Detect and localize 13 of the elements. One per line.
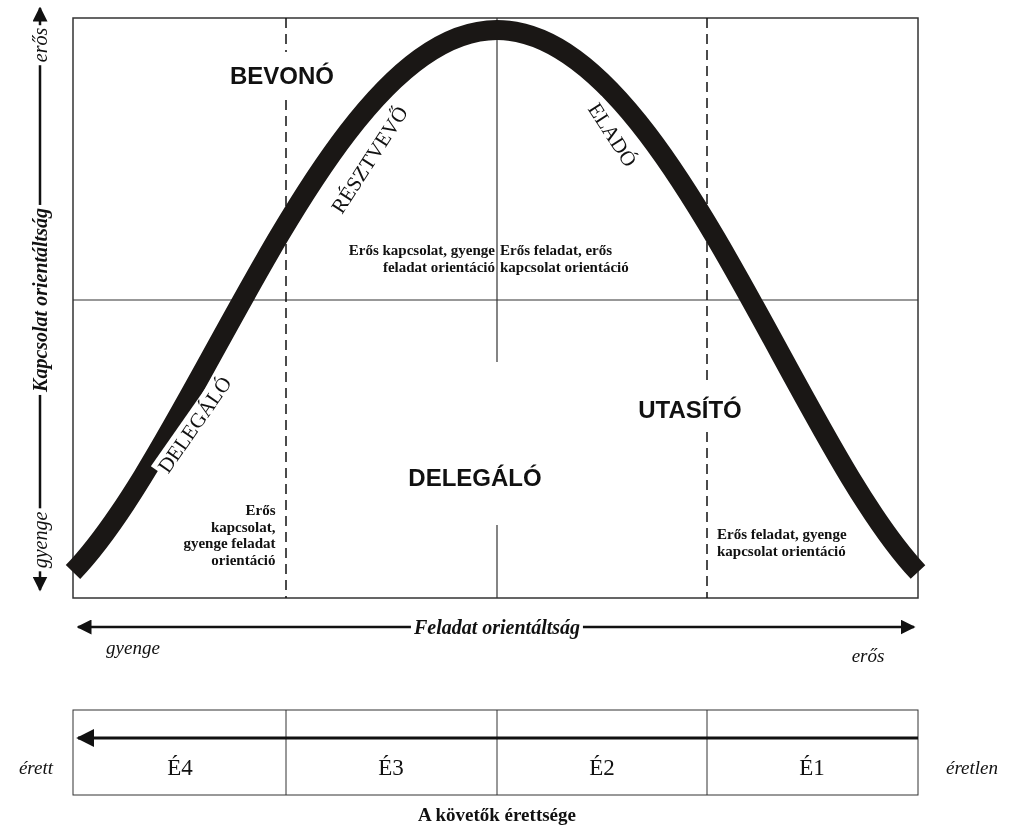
maturity-level: É1 (799, 755, 825, 781)
quadrant-note: Erős feladat, erős kapcsolat orientáció (500, 241, 630, 275)
scale-caption: A követők érettsége (418, 804, 576, 826)
quadrant-note: Erős kapcsolat, gyenge feladat orientáció (347, 241, 495, 275)
quadrant-note: Erős feladat, gyenge kapcsolat orientáció (717, 525, 848, 559)
scale-end-label: éretlen (946, 757, 998, 779)
maturity-level: É2 (589, 755, 615, 781)
quadrant-note: Erős kapcsolat, gyenge feladat orientáció (182, 502, 276, 568)
axis-end-label: erős (851, 645, 885, 667)
maturity-level: É3 (378, 755, 404, 781)
maturity-level: É4 (167, 755, 193, 781)
axis-end-label: gyenge (106, 637, 160, 659)
scale-end-label: érett (18, 757, 54, 779)
